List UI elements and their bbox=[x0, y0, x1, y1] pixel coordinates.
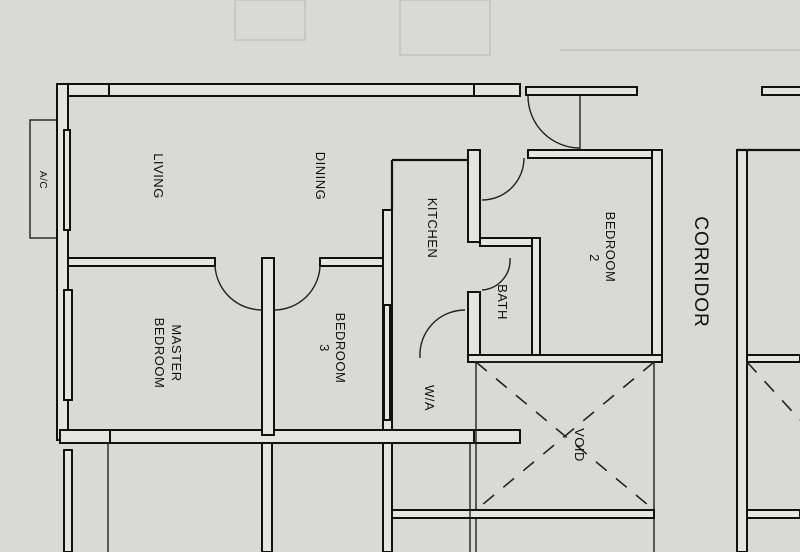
void-label: VOID bbox=[572, 428, 587, 462]
doors bbox=[214, 95, 581, 359]
walls bbox=[56, 83, 663, 444]
neighbour-building bbox=[736, 86, 800, 552]
living-label: LIVING bbox=[151, 153, 166, 199]
room-labels: A/C LIVING DINING KITCHEN BEDROOM 2 BATH… bbox=[37, 152, 711, 462]
void-area bbox=[475, 361, 655, 552]
bedroom3-number: 3 bbox=[317, 344, 332, 352]
lower-structure bbox=[63, 442, 655, 552]
master-bedroom-label: BEDROOM bbox=[152, 318, 167, 389]
bedroom2-label: BEDROOM bbox=[603, 212, 618, 283]
bedroom3-label: BEDROOM bbox=[333, 313, 348, 384]
kitchen-label: KITCHEN bbox=[425, 198, 440, 259]
bedroom2-number: 2 bbox=[587, 254, 602, 262]
background-traces bbox=[234, 0, 800, 56]
dining-label: DINING bbox=[313, 152, 328, 201]
bath-label: BATH bbox=[495, 284, 510, 320]
master-label: MASTER bbox=[169, 324, 184, 381]
corridor-label: CORRIDOR bbox=[690, 216, 711, 327]
wa-label: W/A bbox=[422, 385, 437, 411]
ac-label: A/C bbox=[37, 171, 48, 189]
